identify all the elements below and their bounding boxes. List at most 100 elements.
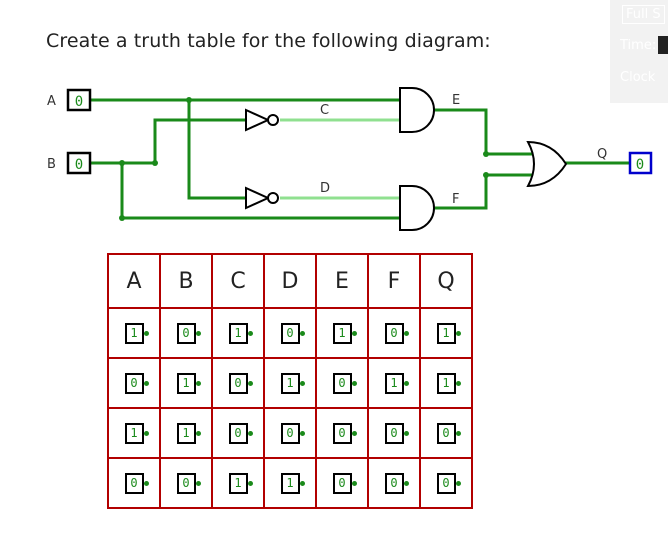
bit-toggle[interactable]: 1 — [280, 372, 305, 394]
pin-dot — [351, 430, 357, 436]
junction-dot — [119, 215, 125, 221]
table-cell: 1 — [107, 307, 161, 359]
label-b: B — [47, 157, 56, 172]
bit-value: 0 — [442, 475, 450, 490]
pin-dot — [143, 380, 149, 386]
bit-toggle[interactable]: 0 — [332, 372, 357, 394]
header-f: F — [367, 253, 421, 309]
bit-value: 0 — [338, 475, 346, 490]
label-c: C — [320, 103, 329, 118]
clock-label: Clock — [620, 70, 656, 85]
bit-toggle[interactable]: 0 — [280, 322, 305, 344]
bit-toggle[interactable]: 0 — [176, 322, 201, 344]
bit-toggle[interactable]: 0 — [384, 422, 409, 444]
bit-value: 0 — [234, 425, 242, 440]
wire-f — [434, 173, 535, 210]
pin-dot — [403, 430, 409, 436]
bit-toggle[interactable]: 1 — [176, 372, 201, 394]
bit-value: 0 — [234, 375, 242, 390]
bit-toggle[interactable]: 1 — [384, 372, 409, 394]
bit-toggle[interactable]: 0 — [176, 472, 201, 494]
table-row: 0 1 0 1 0 1 1 — [107, 357, 473, 409]
time-value-box — [658, 36, 668, 54]
bit-value: 1 — [442, 375, 450, 390]
pin-dot — [247, 430, 253, 436]
bit-toggle[interactable]: 0 — [436, 422, 461, 444]
bit-toggle[interactable]: 1 — [176, 422, 201, 444]
table-cell: 0 — [211, 357, 265, 409]
table-row: 1 1 0 0 0 0 0 — [107, 407, 473, 459]
bit-value: 1 — [234, 325, 242, 340]
bit-toggle[interactable]: 1 — [280, 472, 305, 494]
bit-toggle[interactable]: 0 — [228, 422, 253, 444]
bit-toggle[interactable]: 0 — [228, 372, 253, 394]
table-cell: 0 — [159, 457, 213, 509]
bit-toggle[interactable]: 1 — [436, 372, 461, 394]
and-gate-bottom — [399, 185, 435, 231]
table-cell: 1 — [159, 407, 213, 459]
table-cell: 0 — [315, 457, 369, 509]
header-e: E — [315, 253, 369, 309]
bit-value: 1 — [234, 475, 242, 490]
pin-dot — [143, 480, 149, 486]
pin-dot — [195, 480, 201, 486]
table-cell: 0 — [419, 457, 473, 509]
instructions-text: Create a truth table for the following d… — [46, 30, 491, 52]
table-cell: 1 — [315, 307, 369, 359]
pin-dot — [403, 330, 409, 336]
bit-toggle[interactable]: 0 — [436, 472, 461, 494]
table-cell: 0 — [211, 407, 265, 459]
bit-toggle[interactable]: 1 — [332, 322, 357, 344]
not-gate-top — [245, 108, 271, 132]
bit-toggle[interactable]: 0 — [280, 422, 305, 444]
pin-dot — [455, 380, 461, 386]
table-cell: 1 — [107, 407, 161, 459]
bit-toggle[interactable]: 0 — [124, 472, 149, 494]
pin-dot — [143, 330, 149, 336]
bit-toggle[interactable]: 0 — [384, 472, 409, 494]
bit-toggle[interactable]: 0 — [332, 422, 357, 444]
pin-dot — [403, 480, 409, 486]
bit-toggle[interactable]: 1 — [124, 322, 149, 344]
pin-dot — [351, 480, 357, 486]
bit-value: 0 — [286, 425, 294, 440]
table-cell: 0 — [419, 407, 473, 459]
bit-toggle[interactable]: 0 — [124, 372, 149, 394]
table-cell: 0 — [315, 357, 369, 409]
input-a-toggle[interactable] — [66, 88, 92, 112]
bit-value: 0 — [390, 425, 398, 440]
pin-dot — [455, 430, 461, 436]
bit-value: 1 — [182, 375, 190, 390]
output-q-indicator — [628, 151, 653, 175]
header-q: Q — [419, 253, 473, 309]
bit-toggle[interactable]: 1 — [228, 472, 253, 494]
pin-dot — [299, 330, 305, 336]
bit-toggle[interactable]: 1 — [436, 322, 461, 344]
truth-table-header-row: A B C D E F Q — [107, 253, 473, 309]
not-gate-bottom — [245, 186, 271, 210]
full-screen-button[interactable]: Full S — [622, 5, 665, 24]
bit-value: 0 — [338, 375, 346, 390]
input-b-toggle[interactable] — [66, 151, 92, 175]
table-cell: 1 — [159, 357, 213, 409]
bit-value: 0 — [442, 425, 450, 440]
input-b-value: 0 — [75, 157, 83, 173]
bit-toggle[interactable]: 0 — [332, 472, 357, 494]
pin-dot — [195, 380, 201, 386]
table-cell: 1 — [263, 357, 317, 409]
table-cell: 0 — [107, 357, 161, 409]
pin-dot — [195, 430, 201, 436]
table-cell: 0 — [367, 307, 421, 359]
junction-dot — [186, 97, 192, 103]
bit-value: 0 — [390, 475, 398, 490]
bit-toggle[interactable]: 1 — [124, 422, 149, 444]
bit-value: 0 — [390, 325, 398, 340]
bit-value: 0 — [286, 325, 294, 340]
bit-toggle[interactable]: 1 — [228, 322, 253, 344]
bit-toggle[interactable]: 0 — [384, 322, 409, 344]
bit-value: 1 — [338, 325, 346, 340]
pin-dot — [299, 480, 305, 486]
table-cell: 1 — [263, 457, 317, 509]
table-cell: 0 — [367, 407, 421, 459]
bit-value: 1 — [286, 375, 294, 390]
